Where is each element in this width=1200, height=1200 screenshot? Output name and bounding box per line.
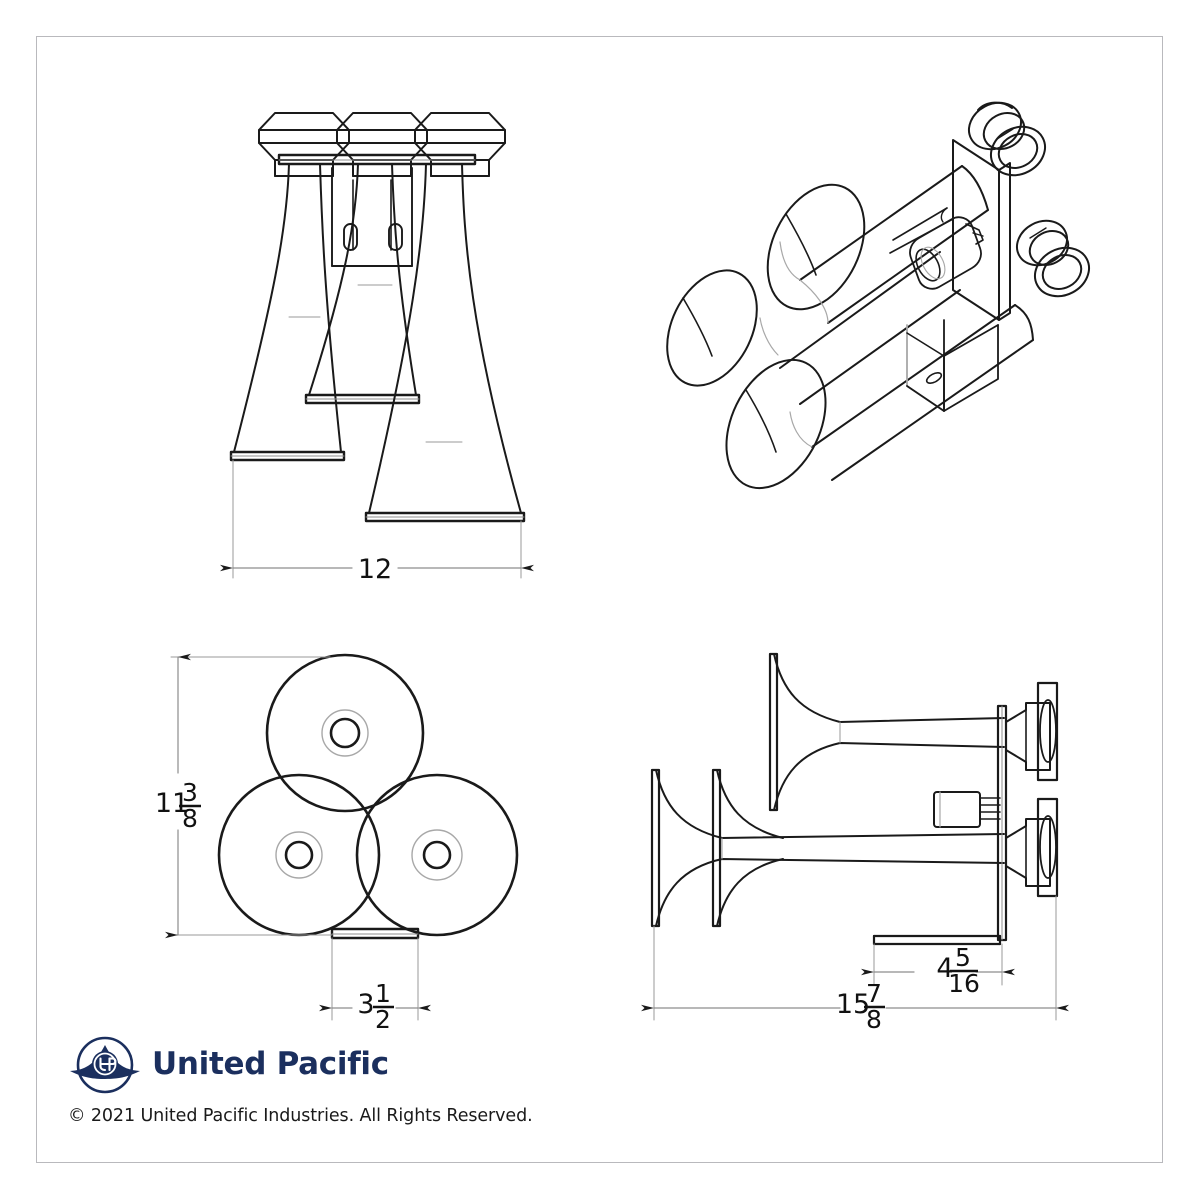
iso-mounting-bracket (906, 319, 999, 412)
dimension-label-12: 12 (358, 554, 392, 585)
side-back-cap-lower (1005, 797, 1059, 898)
iso-back-cap-lower (1016, 219, 1090, 298)
dimension-label-15-7-8: 15 7 8 (836, 979, 885, 1034)
dimension-label-3-1-2: 3 1 2 (357, 979, 394, 1034)
hex-cap-center (336, 112, 428, 177)
hex-cap-left (258, 112, 350, 177)
dim-whole-15: 15 (836, 989, 870, 1020)
dimension-overall-width (220, 459, 534, 579)
iso-air-valve (889, 207, 984, 290)
bell-circle-right (355, 773, 519, 937)
isometric-view (666, 101, 1090, 490)
end-view-mount-foot (330, 927, 420, 940)
side-l-bracket (872, 934, 1002, 946)
bell-circle-left (217, 773, 381, 937)
end-elevation-view (165, 653, 519, 1021)
side-horn-lower-rear (711, 768, 784, 928)
dim-num-7: 7 (866, 979, 882, 1008)
horn-body-left (229, 163, 346, 462)
dimension-overall-length (641, 895, 1069, 1021)
side-horn-upper (768, 652, 1005, 812)
iso-back-cap-upper (968, 101, 1046, 177)
mounting-bar (277, 153, 477, 166)
dim-den-8: 8 (182, 804, 198, 833)
horn-body-right (364, 163, 526, 523)
side-valve-block (933, 791, 1001, 828)
dim-num-5: 5 (955, 943, 971, 972)
hex-cap-right (414, 112, 506, 177)
mounting-bracket (331, 167, 413, 267)
horn-body-center (304, 163, 421, 405)
side-back-cap-upper (1005, 681, 1059, 782)
dim-whole-4: 4 (936, 953, 953, 984)
footer-block: United Pacific © 2021 United Pacific Ind… (68, 1032, 588, 1126)
dim-whole-11: 11 (155, 788, 189, 819)
dimension-label-4-5-16: 4 5 16 (936, 943, 980, 998)
brand-name: United Pacific (152, 1045, 389, 1082)
dimension-overall-height (165, 653, 333, 939)
front-elevation-view (220, 112, 534, 579)
side-elevation-view (641, 652, 1069, 1021)
iso-horn-lower (725, 304, 1034, 490)
iso-rear-plate (952, 139, 1011, 321)
dim-den-16: 16 (948, 969, 980, 998)
dim-whole-3: 3 (357, 989, 374, 1020)
brand-lockup: United Pacific (68, 1032, 588, 1098)
dim-num-3: 3 (182, 778, 198, 807)
dimension-bracket-width (319, 937, 431, 1021)
iso-horn-middle (666, 251, 961, 405)
dim-den-2: 2 (375, 1005, 391, 1034)
side-mounting-plate (996, 704, 1008, 942)
dimension-bracket-depth (861, 943, 1015, 986)
united-pacific-logo-icon (70, 1036, 140, 1094)
dimension-label-11-3-8: 11 3 8 (155, 778, 201, 833)
side-horn-lower (650, 768, 1005, 928)
dim-num-1: 1 (375, 979, 391, 1008)
dim-den-8b: 8 (866, 1005, 882, 1034)
bell-circle-top (265, 653, 425, 813)
iso-horn-upper (766, 165, 989, 324)
copyright-text: © 2021 United Pacific Industries. All Ri… (68, 1106, 533, 1126)
